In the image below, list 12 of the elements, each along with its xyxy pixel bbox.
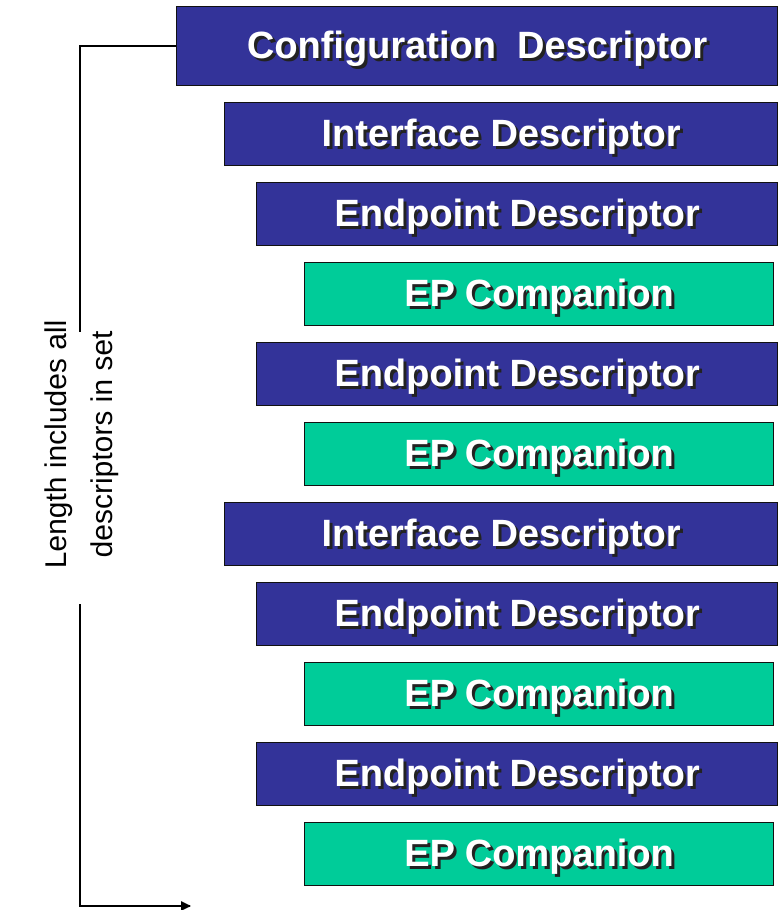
descriptor-box: Endpoint Descriptor xyxy=(256,582,778,646)
descriptor-box: EP Companion xyxy=(304,822,774,886)
descriptor-box: Endpoint Descriptor xyxy=(256,342,778,406)
length-note: Length includes all descriptors in set xyxy=(39,318,120,570)
descriptor-box: EP Companion xyxy=(304,422,774,486)
descriptor-box: Interface Descriptor xyxy=(224,102,778,166)
descriptor-box: Configuration Descriptor xyxy=(176,6,778,86)
descriptor-box: EP Companion xyxy=(304,262,774,326)
descriptor-box: Endpoint Descriptor xyxy=(256,742,778,806)
descriptor-box: Endpoint Descriptor xyxy=(256,182,778,246)
descriptor-box: EP Companion xyxy=(304,662,774,726)
descriptor-box: Interface Descriptor xyxy=(224,502,778,566)
